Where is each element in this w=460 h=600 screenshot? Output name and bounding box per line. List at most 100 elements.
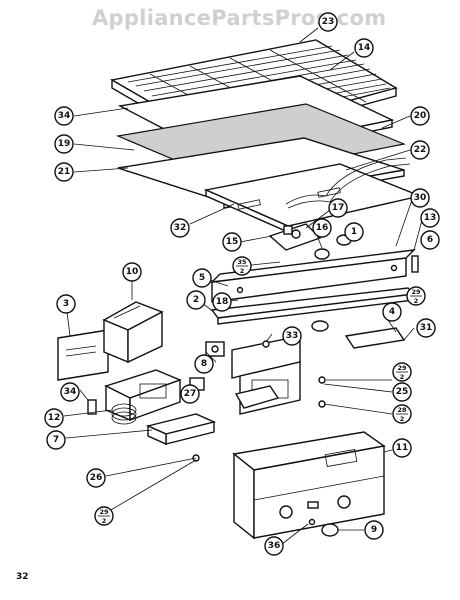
- svg-text:1: 1: [351, 227, 357, 237]
- callout-16: 16: [312, 218, 332, 238]
- control-panel: [232, 431, 386, 540]
- callout-25: 25: [392, 382, 412, 402]
- retaining-clip: [87, 399, 97, 415]
- svg-text:22: 22: [414, 145, 427, 155]
- svg-text:34: 34: [64, 387, 77, 397]
- light-switch: [205, 341, 225, 357]
- svg-text:12: 12: [48, 413, 61, 423]
- callout-27: 27: [180, 384, 200, 404]
- cold-control-cover: [102, 301, 164, 364]
- svg-text:35: 35: [237, 258, 247, 266]
- svg-text:29: 29: [397, 364, 407, 372]
- svg-text:5: 5: [199, 273, 205, 283]
- svg-text:2: 2: [400, 373, 405, 381]
- switch-mounting-bracket: [231, 335, 301, 415]
- control-mounting-plate: [57, 329, 109, 381]
- callout-31: 31: [416, 318, 436, 338]
- control-base: [145, 413, 217, 446]
- svg-text:2: 2: [102, 517, 107, 525]
- callout-29-fraction-mid: 292: [392, 362, 412, 382]
- svg-text:2: 2: [400, 415, 405, 423]
- svg-text:10: 10: [126, 267, 139, 277]
- wire-harness-clip: [311, 320, 329, 332]
- leader-lines: [63, 27, 423, 545]
- svg-text:32: 32: [174, 223, 187, 233]
- svg-text:4: 4: [389, 307, 395, 317]
- svg-text:11: 11: [396, 443, 409, 453]
- svg-text:36: 36: [268, 541, 281, 551]
- callout-34-left: 34: [60, 382, 80, 402]
- callout-23: 23: [318, 12, 338, 32]
- callout-5: 5: [192, 268, 212, 288]
- svg-text:31: 31: [420, 323, 433, 333]
- callout-1: 1: [344, 222, 364, 242]
- svg-text:19: 19: [58, 139, 71, 149]
- svg-text:6: 6: [427, 235, 433, 245]
- callout-29-fraction-right: 292: [406, 286, 426, 306]
- light-shield: [210, 287, 416, 325]
- callout-36: 36: [264, 536, 284, 556]
- callout-12: 12: [44, 408, 64, 428]
- svg-text:2: 2: [414, 297, 419, 305]
- callout-10: 10: [122, 262, 142, 282]
- svg-text:14: 14: [358, 43, 371, 53]
- callout-28-fraction: 282: [392, 404, 412, 424]
- svg-text:26: 26: [90, 473, 103, 483]
- svg-text:2: 2: [193, 295, 199, 305]
- svg-text:20: 20: [414, 111, 427, 121]
- side-bracket-right: [411, 255, 419, 273]
- svg-text:2: 2: [240, 267, 245, 275]
- callout-18: 18: [212, 292, 232, 312]
- screws: [192, 340, 326, 462]
- callout-35-fraction: 352: [232, 256, 252, 276]
- knob: [321, 523, 339, 537]
- svg-text:13: 13: [424, 213, 437, 223]
- capillary-coil: [111, 403, 137, 425]
- svg-text:7: 7: [53, 435, 59, 445]
- callout-9: 9: [364, 520, 384, 540]
- page-number: 32: [16, 572, 29, 582]
- light-socket: [314, 248, 330, 260]
- callout-7: 7: [46, 430, 66, 450]
- svg-text:30: 30: [414, 193, 427, 203]
- svg-text:23: 23: [322, 17, 335, 27]
- svg-text:15: 15: [226, 237, 239, 247]
- callout-11: 11: [392, 438, 412, 458]
- callout-19: 19: [54, 134, 74, 154]
- svg-text:17: 17: [332, 203, 345, 213]
- callout-17: 17: [328, 198, 348, 218]
- svg-text:25: 25: [396, 387, 409, 397]
- callout-26: 26: [86, 468, 106, 488]
- svg-text:9: 9: [371, 525, 377, 535]
- cold-control-body: [104, 369, 182, 422]
- svg-text:27: 27: [184, 389, 197, 399]
- svg-text:21: 21: [58, 167, 71, 177]
- callout-2: 2: [186, 290, 206, 310]
- svg-text:34: 34: [58, 111, 71, 121]
- callout-14: 14: [354, 38, 374, 58]
- callout-13: 13: [420, 208, 440, 228]
- callout-33: 33: [282, 326, 302, 346]
- callout-15: 15: [222, 232, 242, 252]
- callout-4: 4: [382, 302, 402, 322]
- svg-text:29: 29: [99, 508, 109, 516]
- callout-20: 20: [410, 106, 430, 126]
- liner-plate: [203, 157, 423, 234]
- callout-34-top: 34: [54, 106, 74, 126]
- panel-screw: [308, 518, 316, 526]
- callout-29-fraction-bottom: 292: [94, 506, 114, 526]
- svg-text:3: 3: [63, 299, 69, 309]
- callout-6: 6: [420, 230, 440, 250]
- callout-30: 30: [410, 188, 430, 208]
- callout-32: 32: [170, 218, 190, 238]
- switch-clip: [283, 225, 293, 235]
- svg-text:8: 8: [201, 359, 207, 369]
- callout-8: 8: [194, 354, 214, 374]
- svg-text:28: 28: [397, 406, 407, 414]
- svg-text:33: 33: [286, 331, 299, 341]
- callout-22: 22: [410, 140, 430, 160]
- callout-3: 3: [56, 294, 76, 314]
- svg-text:18: 18: [216, 297, 229, 307]
- svg-text:29: 29: [411, 288, 421, 296]
